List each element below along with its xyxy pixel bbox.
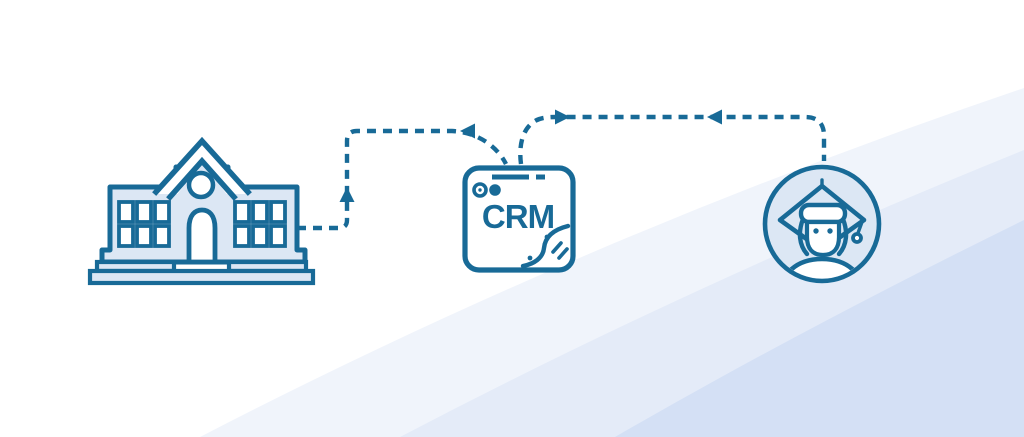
tassel-cord	[856, 220, 864, 235]
record-dot-icon	[489, 184, 501, 196]
curl-fold-line	[520, 223, 571, 269]
background-waves	[200, 88, 1024, 437]
base-step	[87, 268, 316, 286]
arrow-up-icon	[339, 187, 355, 202]
tassel-ball	[851, 232, 863, 244]
left-window-grid	[117, 200, 171, 248]
wave-deep	[615, 220, 1024, 437]
curl-hatch	[557, 247, 569, 260]
arrow-left-icon	[707, 109, 722, 125]
eye-left	[813, 228, 819, 234]
hair-right	[836, 216, 849, 257]
page-curl	[520, 223, 571, 269]
cap-band	[798, 202, 848, 225]
face	[804, 219, 842, 258]
curl-dot	[544, 234, 550, 240]
arrow-left-icon	[460, 123, 475, 139]
eye-right	[827, 228, 833, 234]
roof-outer-chevron	[152, 136, 252, 196]
arrow-right-icon	[555, 109, 570, 125]
crm-label: CRM	[482, 198, 554, 235]
dashed-line-school-crm	[297, 128, 508, 231]
connector-crm-student	[518, 109, 827, 165]
roof-inner-chevron	[166, 156, 238, 201]
hair-left	[797, 216, 810, 257]
record-ring-dot	[478, 188, 482, 192]
curl-hatch	[551, 241, 563, 254]
school-building-icon	[87, 136, 316, 286]
graduate-student-icon	[762, 164, 882, 284]
round-window	[186, 170, 216, 200]
right-window-grid	[233, 200, 287, 248]
arched-door	[186, 207, 218, 265]
dashed-line-crm-student	[518, 114, 827, 165]
crm-box-icon: CRM	[462, 165, 576, 273]
curl-dot	[527, 255, 533, 261]
connector-school-crm	[297, 123, 508, 231]
